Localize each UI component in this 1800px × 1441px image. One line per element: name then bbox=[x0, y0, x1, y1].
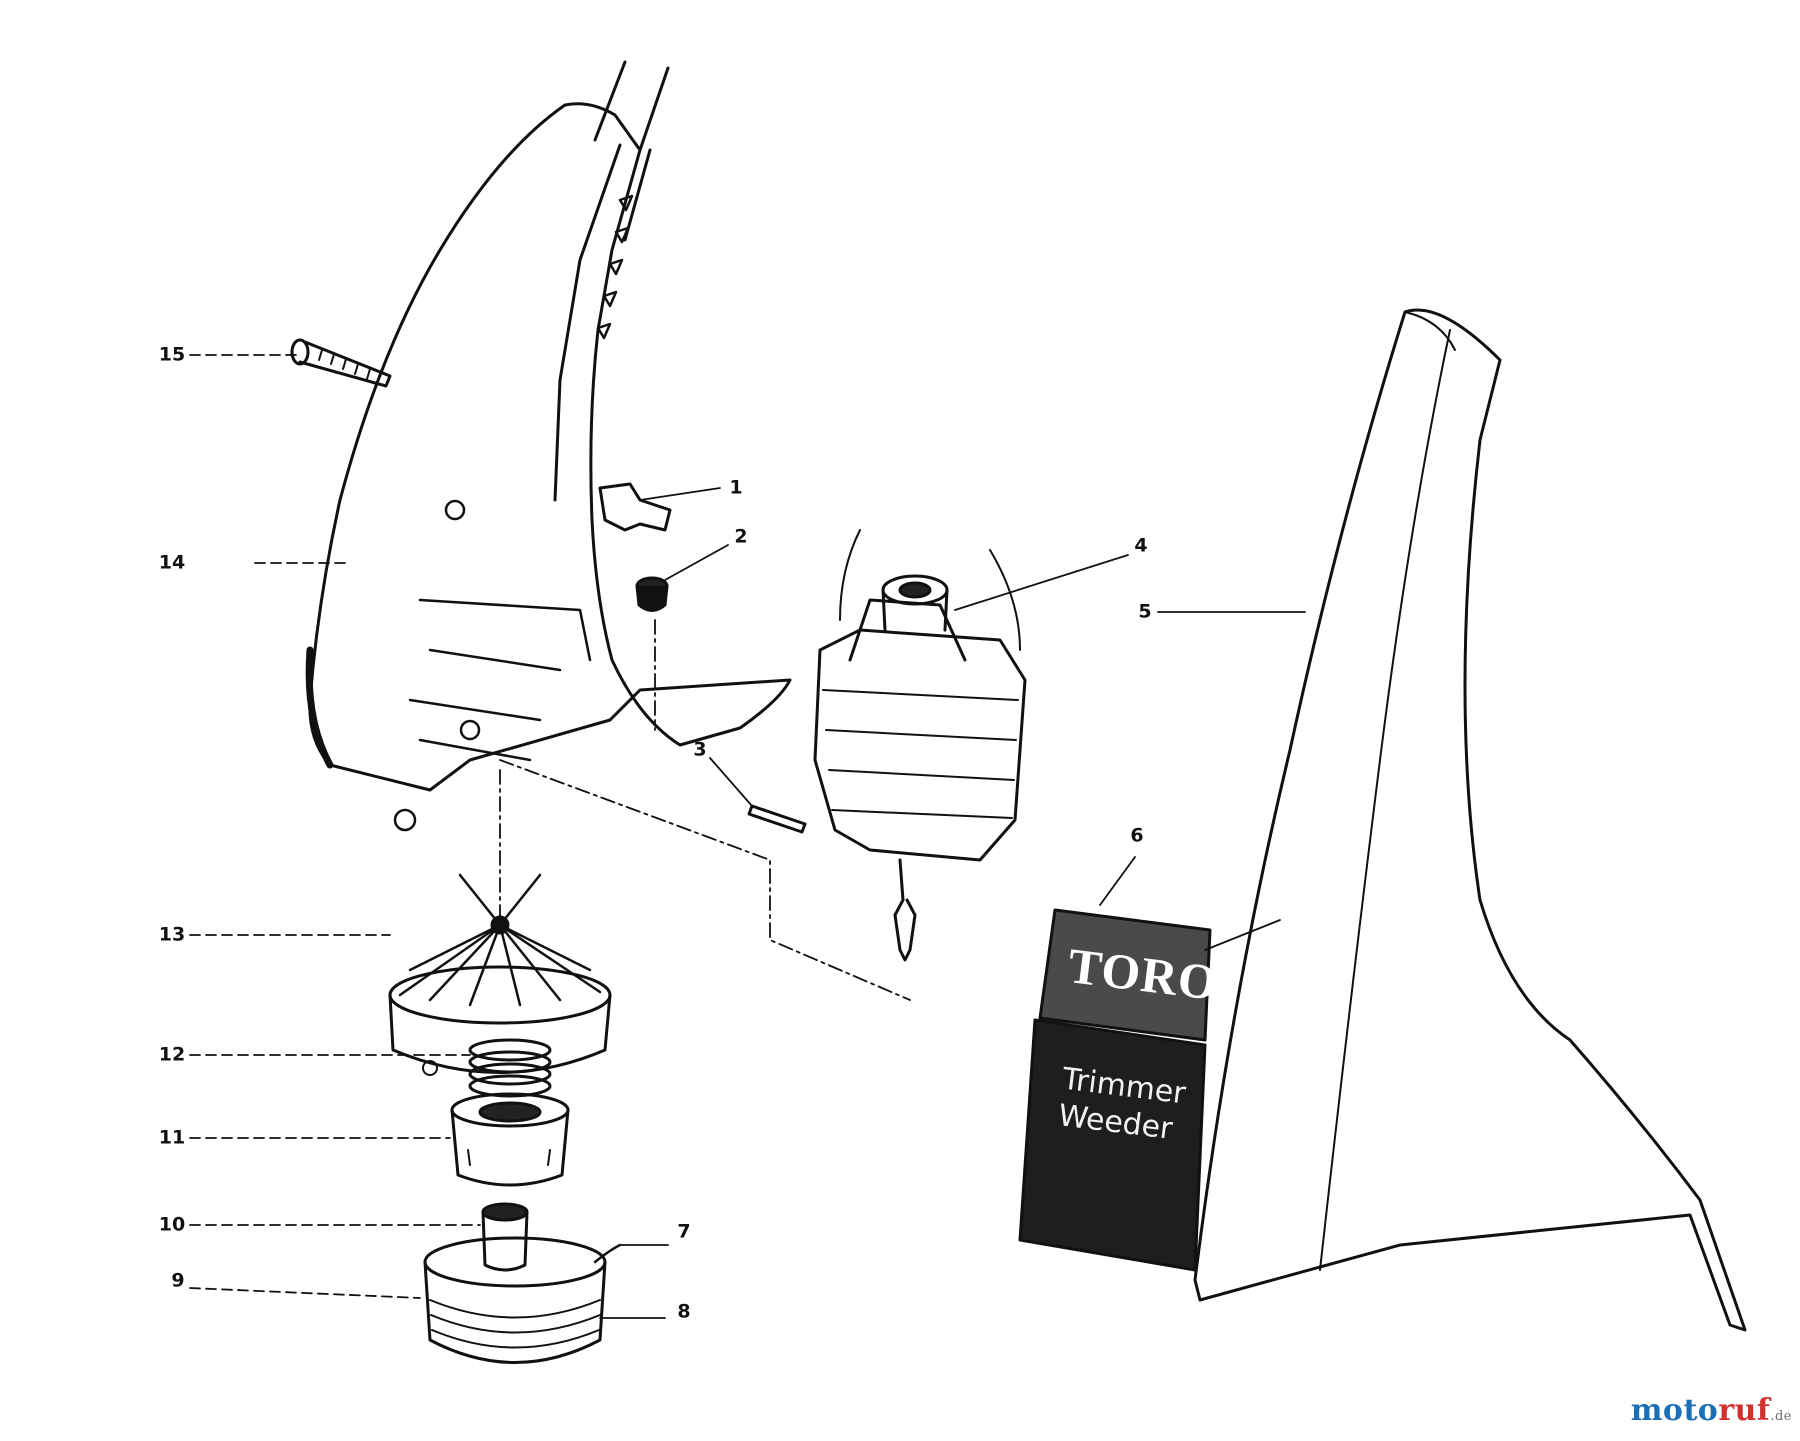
retainer-part-11 bbox=[450, 1092, 570, 1187]
callout-7: 7 bbox=[677, 1220, 691, 1243]
spool-hub-part-10 bbox=[481, 1202, 529, 1272]
housing-cover-part-5 bbox=[1193, 308, 1747, 1332]
pin-part-3 bbox=[747, 804, 807, 834]
callout-10: 10 bbox=[158, 1213, 186, 1236]
watermark-moto: moto bbox=[1630, 1393, 1719, 1428]
callout-3: 3 bbox=[693, 738, 707, 761]
watermark-logo: motoruf.de bbox=[1631, 1393, 1792, 1428]
line-part-7 bbox=[593, 1243, 622, 1264]
callout-2: 2 bbox=[734, 525, 748, 548]
callout-6: 6 bbox=[1130, 824, 1144, 847]
screw-part-15 bbox=[290, 338, 392, 388]
callout-8: 8 bbox=[677, 1300, 691, 1323]
callout-15: 15 bbox=[158, 343, 186, 366]
callout-14: 14 bbox=[158, 551, 186, 574]
motor-part-4 bbox=[813, 529, 1027, 962]
watermark-ruf: ruf bbox=[1718, 1393, 1771, 1428]
callout-13: 13 bbox=[158, 923, 186, 946]
callout-4: 4 bbox=[1134, 534, 1148, 557]
callout-11: 11 bbox=[158, 1126, 186, 1149]
bushing-part-2 bbox=[635, 576, 669, 612]
watermark-brand: motoruf bbox=[1631, 1393, 1771, 1428]
callout-5: 5 bbox=[1138, 600, 1152, 623]
watermark-tld: .de bbox=[1770, 1409, 1792, 1424]
center-lines bbox=[499, 619, 911, 1001]
solid-leaders bbox=[599, 487, 1306, 1319]
motor-housing-half-part-14 bbox=[305, 102, 792, 832]
decal-part-6 bbox=[1018, 908, 1212, 1272]
spring-part-12 bbox=[468, 1038, 552, 1098]
leader-lines bbox=[189, 354, 481, 1299]
clip-part-1 bbox=[598, 482, 672, 532]
spool-part-8 bbox=[423, 1236, 607, 1364]
handle-tube bbox=[593, 60, 670, 152]
callout-12: 12 bbox=[158, 1043, 186, 1066]
callout-1: 1 bbox=[729, 476, 743, 499]
fan-part-13 bbox=[388, 873, 612, 1076]
callout-9: 9 bbox=[171, 1269, 185, 1292]
